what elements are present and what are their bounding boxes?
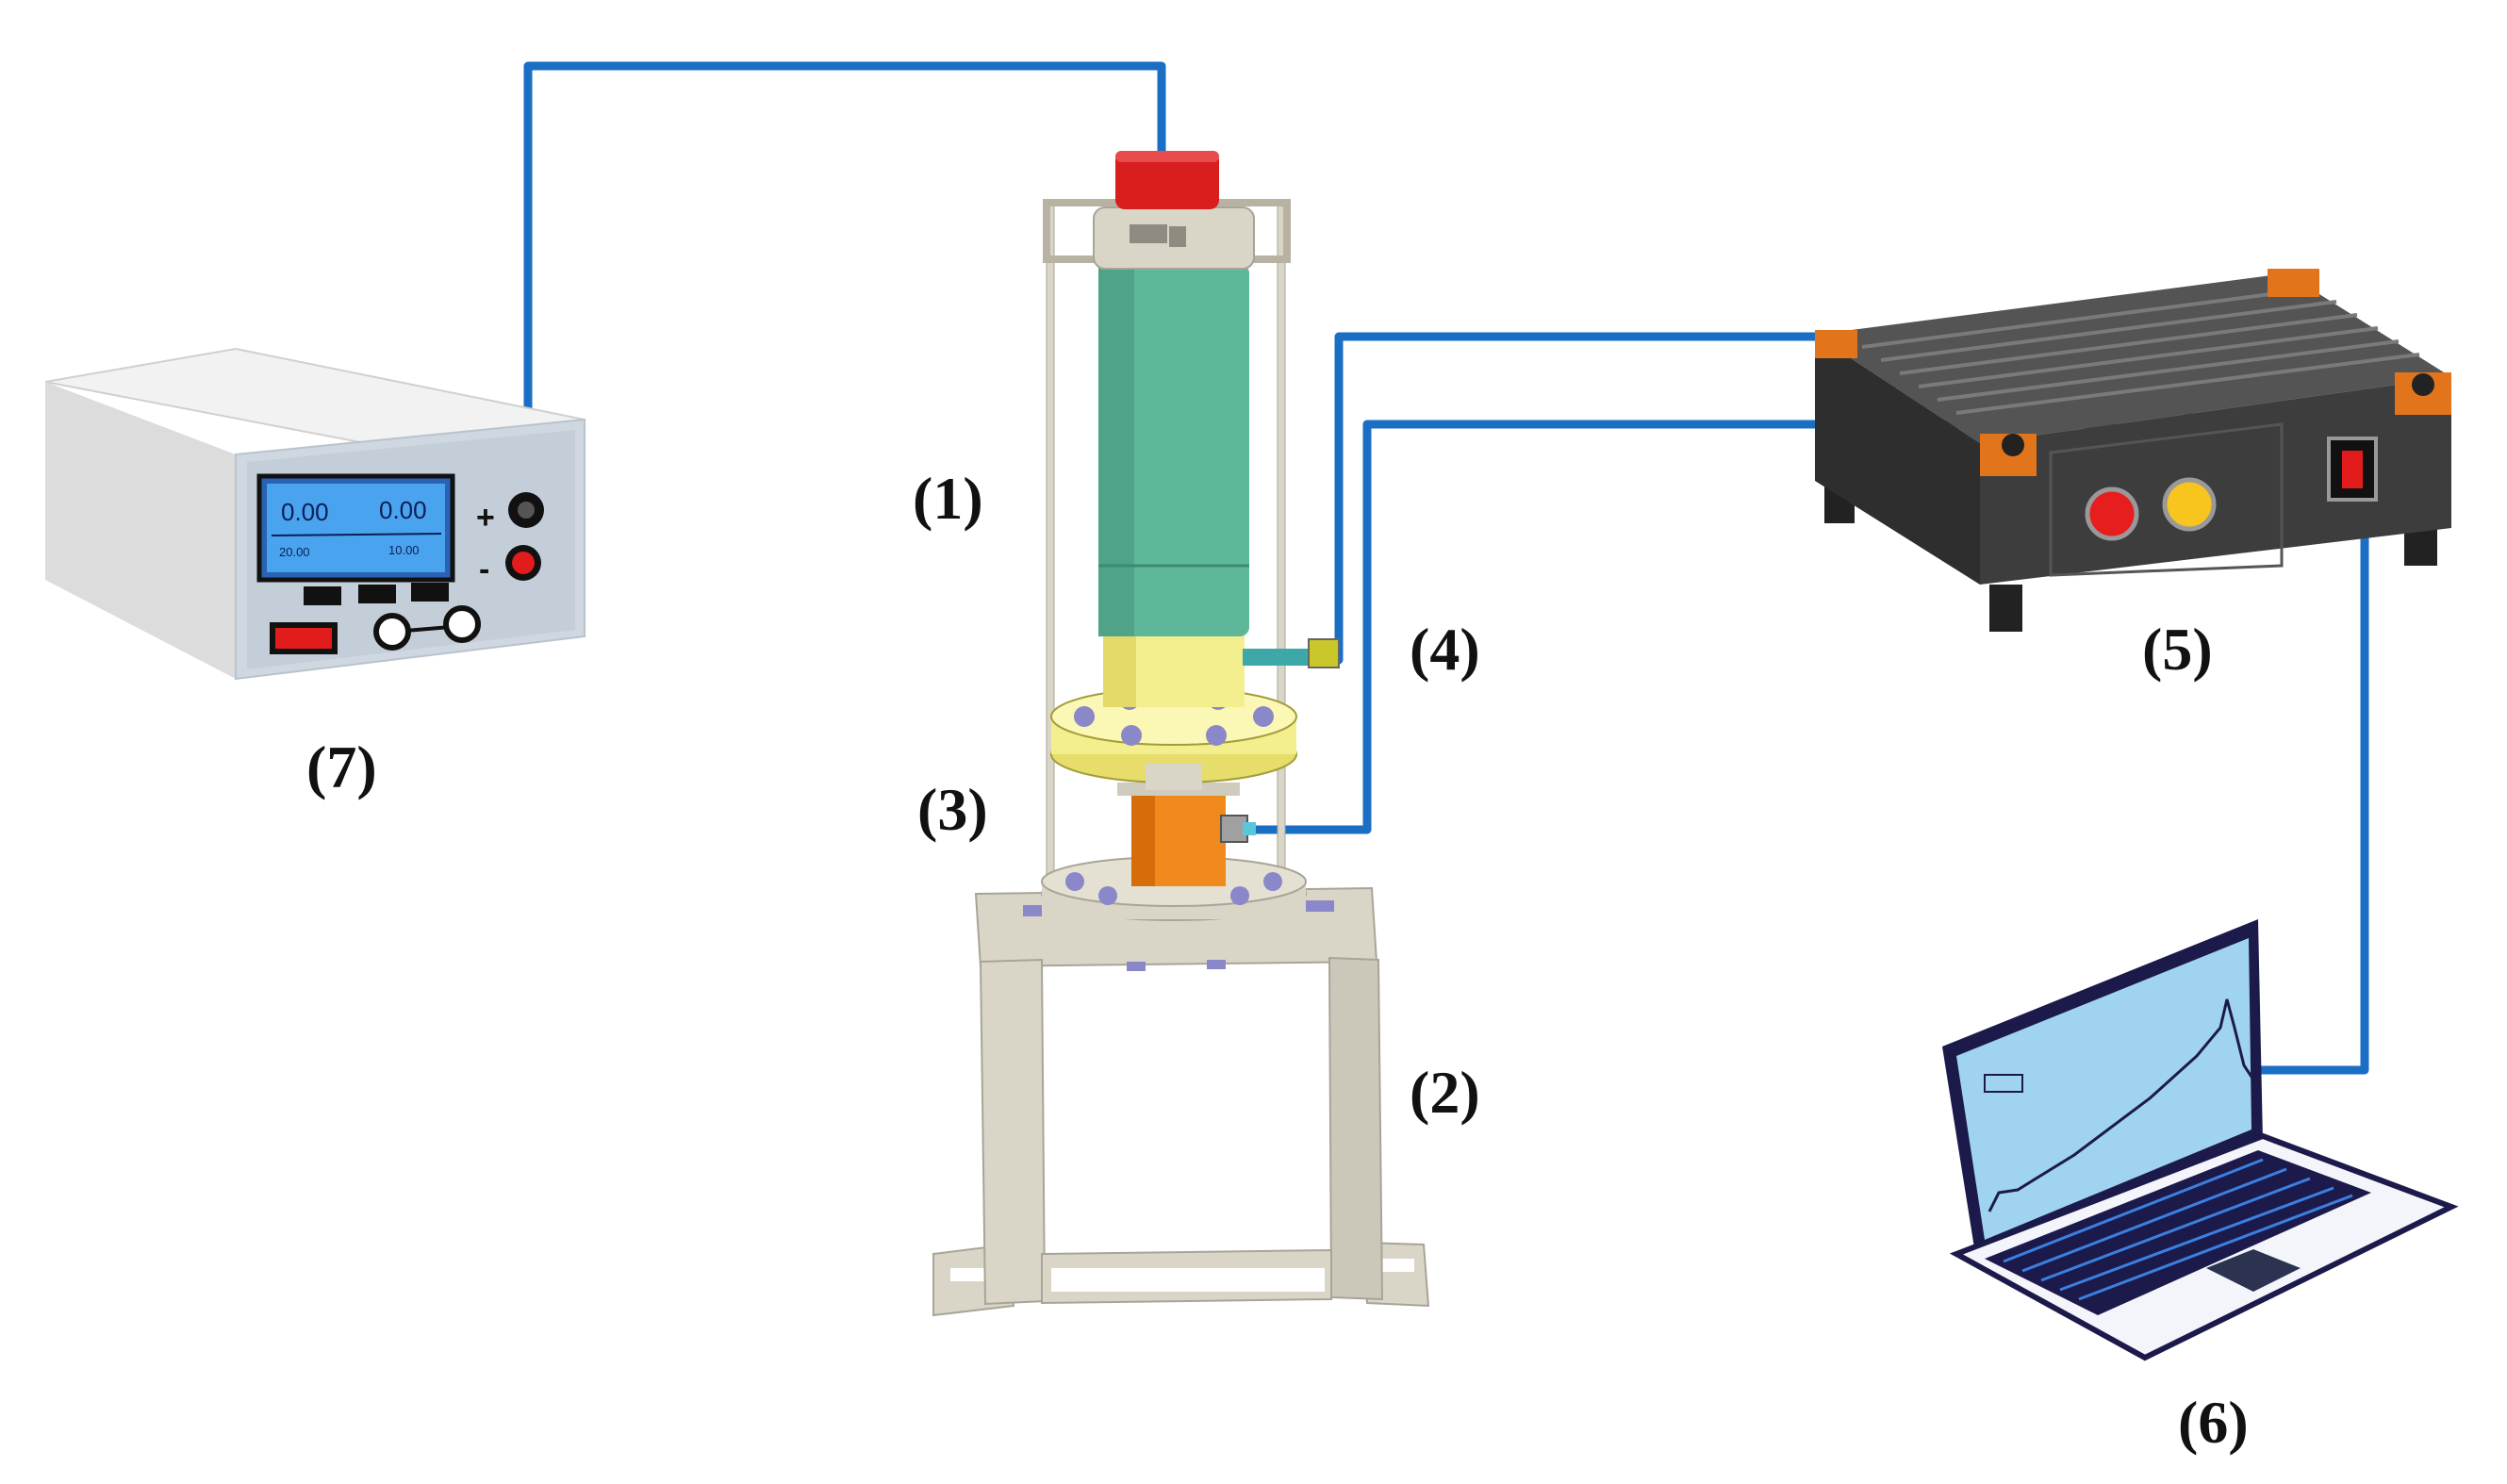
load-cell-shade	[1131, 787, 1155, 886]
label-7: (7)	[306, 734, 377, 800]
label-3: (3)	[917, 776, 988, 843]
laptop-touchpad	[2206, 1249, 2301, 1292]
box-corner	[2268, 269, 2319, 297]
terminal-minus-sign: -	[479, 552, 489, 587]
guide-rod-left	[1046, 202, 1055, 901]
display-value-left: 0.00	[281, 498, 329, 526]
main-cylinder	[1098, 264, 1249, 636]
panel-button-3	[411, 583, 449, 602]
power-switch-red	[275, 628, 332, 649]
power-supply-side	[45, 382, 236, 679]
guide-rod-right	[1277, 202, 1286, 901]
knob-right	[443, 605, 481, 643]
plate-bolt	[1127, 962, 1146, 971]
yellow-collar-shade	[1103, 632, 1136, 707]
panel-button-2	[358, 585, 396, 603]
main-cylinder-shade	[1098, 264, 1134, 636]
flange-bolt	[1206, 725, 1227, 746]
box-corner-hole	[2002, 434, 2024, 456]
red-cap	[1115, 151, 1219, 209]
label-6: (6)	[2178, 1389, 2249, 1456]
box-left-side	[1815, 335, 1980, 585]
stand-bottom-slot	[1051, 1268, 1325, 1292]
power-supply-unit: 0.00 0.00 20.00 10.00 + -	[44, 347, 586, 681]
label-5: (5)	[2142, 616, 2213, 683]
display-value-right: 0.00	[379, 496, 427, 524]
stand-foot-left-slot	[950, 1268, 988, 1281]
flange-bolt	[1098, 886, 1117, 905]
flange-bolt	[1253, 706, 1274, 727]
plate-bolt	[1306, 900, 1334, 912]
display-sub-left: 20.00	[279, 545, 310, 559]
terminal-minus-core	[512, 552, 535, 574]
keyboard-keys	[2003, 1158, 2353, 1301]
box-top-ribs	[1861, 287, 2420, 415]
box-foot	[1989, 585, 2022, 632]
box-front-panel	[2049, 422, 2284, 577]
flange-bolt	[1074, 706, 1095, 727]
screen-legend-box	[1984, 1074, 2023, 1093]
flange-bolt	[1065, 872, 1084, 891]
laptop	[1942, 919, 2459, 1361]
stand-leg-left	[979, 958, 1047, 1306]
display-divider	[271, 533, 442, 536]
amplifier-box	[1815, 269, 2451, 632]
clamp-screw	[1130, 224, 1167, 243]
terminal-plus-core	[518, 502, 535, 519]
red-input-connector	[2085, 486, 2139, 541]
wire-amplifier-to-laptop	[2253, 486, 2369, 1075]
screen-curve	[1987, 998, 2255, 1212]
knob-left	[373, 613, 411, 651]
sensor-4-head	[1308, 638, 1340, 668]
flange-bolt	[1121, 725, 1142, 746]
clamp-screw-2	[1169, 226, 1186, 247]
laptop-screen	[1956, 938, 2251, 1240]
test-stand	[932, 886, 1430, 1317]
box-corner	[1815, 330, 1857, 358]
display-sub-right: 10.00	[388, 543, 420, 557]
flange-bolt	[1230, 886, 1249, 905]
panel-button-1	[304, 586, 341, 605]
plate-bolt	[1207, 960, 1226, 969]
flange-neck	[1146, 764, 1202, 790]
red-cap-highlight	[1115, 151, 1219, 162]
label-4: (4)	[1410, 616, 1480, 683]
yellow-input-connector	[2162, 477, 2217, 532]
display-glass	[267, 484, 445, 572]
stand-foot-right-slot	[1378, 1259, 1414, 1272]
label-2: (2)	[1410, 1059, 1480, 1126]
flange-bolt	[1263, 872, 1282, 891]
column-assembly	[1041, 151, 1340, 921]
sensor-3-tip	[1243, 822, 1256, 835]
stand-leg-right	[1328, 956, 1384, 1301]
terminal-plus-sign: +	[476, 500, 495, 536]
box-corner-hole	[2412, 373, 2434, 396]
output-port-red	[2342, 451, 2363, 488]
wire-supply-to-cap	[523, 61, 1166, 570]
sensor-4-stem	[1243, 649, 1309, 666]
label-1: (1)	[913, 465, 983, 532]
